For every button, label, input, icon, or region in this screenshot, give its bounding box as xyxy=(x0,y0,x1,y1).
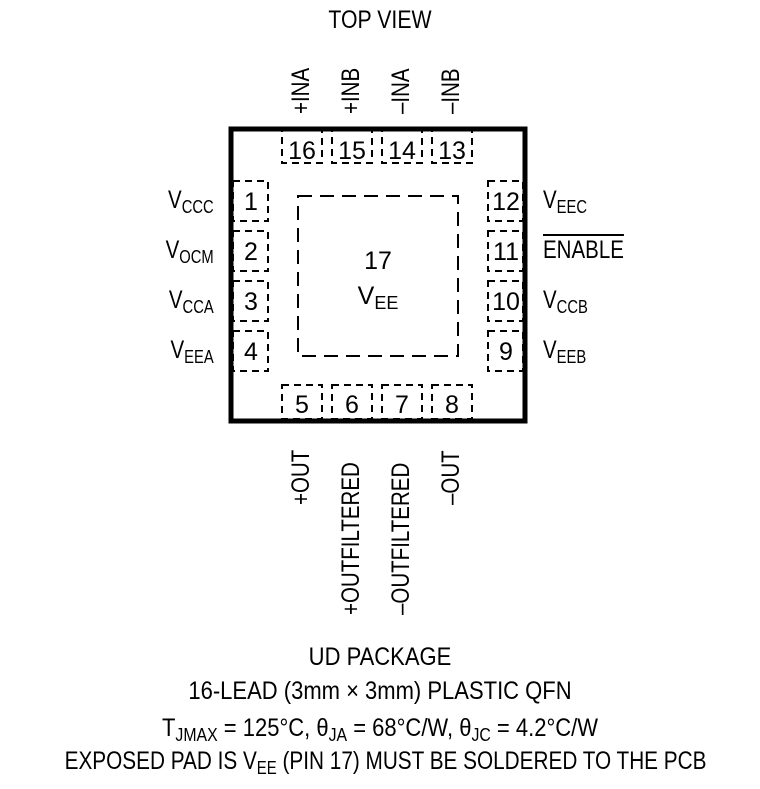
pin-pad-12 xyxy=(487,180,524,222)
pin-num-13: 13 xyxy=(438,137,466,165)
pin-pad-11 xyxy=(487,230,524,272)
left-pin-pads xyxy=(232,180,269,372)
exposed-pad-outline xyxy=(297,195,459,357)
pin-label-3: VCCA xyxy=(169,286,214,318)
pin-label-4: VEEA xyxy=(170,336,214,368)
pin-pad-4 xyxy=(232,330,269,372)
pin-label-9: VEEB xyxy=(543,336,587,368)
pin-label-8: –OUT xyxy=(437,450,465,505)
exposed-pad-note: EXPOSED PAD IS VEE (PIN 17) MUST BE SOLD… xyxy=(64,747,707,779)
pin-label-5: +OUT xyxy=(287,449,315,505)
pin-num-2: 2 xyxy=(244,238,258,266)
pin-num-14: 14 xyxy=(388,137,416,165)
pin-num-12: 12 xyxy=(492,188,520,216)
pin-label-14: –INA xyxy=(387,68,415,114)
pin-label-11: ENABLE xyxy=(543,236,624,264)
pin-num-16: 16 xyxy=(288,137,316,165)
pin-num-10: 10 xyxy=(492,288,520,316)
pin-num-3: 3 xyxy=(244,288,258,316)
pin-label-7: –OUTFILTERED xyxy=(387,462,415,615)
pin-num-7: 7 xyxy=(395,391,409,419)
pin-num-8: 8 xyxy=(445,391,459,419)
pin-num-15: 15 xyxy=(338,137,366,165)
pin-num-9: 9 xyxy=(499,338,513,366)
pin-label-16: +INA xyxy=(287,67,315,114)
package-outline xyxy=(228,126,528,424)
package-description: 16-LEAD (3mm × 3mm) PLASTIC QFN xyxy=(188,677,572,705)
pin-pad-9 xyxy=(487,330,524,372)
pin-pad-2 xyxy=(232,230,269,272)
pin-label-2: VOCM xyxy=(165,236,214,268)
bottom-pin-pads xyxy=(281,384,473,420)
thermal-specs: TJMAX = 125°C, θJA = 68°C/W, θJC = 4.2°C… xyxy=(161,714,599,746)
pin-label-10: VCCB xyxy=(543,286,588,318)
pin-label-12: VEEC xyxy=(543,186,588,218)
right-pin-pads xyxy=(487,180,524,372)
exposed-pad-label: VEE xyxy=(357,282,399,314)
pin-pad-3 xyxy=(232,280,269,322)
view-title: TOP VIEW xyxy=(328,6,432,34)
pin-pad-1 xyxy=(232,180,269,222)
pin-label-15: +INB xyxy=(337,67,365,114)
pin-pad-10 xyxy=(487,280,524,322)
pin-label-1: VCCC xyxy=(168,186,214,218)
pin-label-13: –INB xyxy=(437,68,465,114)
pin-num-1: 1 xyxy=(244,188,258,216)
pin-num-4: 4 xyxy=(244,338,258,366)
pin-num-5: 5 xyxy=(295,391,309,419)
pin-label-6: +OUTFILTERED xyxy=(337,462,365,615)
pin-num-6: 6 xyxy=(345,391,359,419)
exposed-pad-num: 17 xyxy=(364,247,392,275)
package-name: UD PACKAGE xyxy=(308,643,452,671)
pin-num-11: 11 xyxy=(493,238,519,266)
